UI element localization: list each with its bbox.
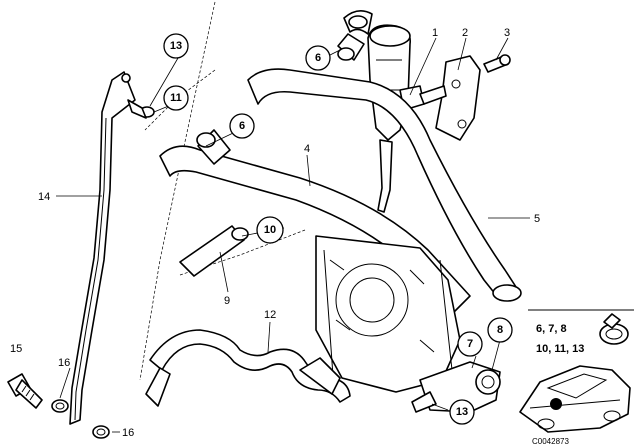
label-16-a: 16 [58, 357, 70, 369]
svg-text:8: 8 [497, 324, 503, 336]
washer-16b [92, 425, 110, 439]
label-3: 3 [504, 27, 510, 39]
svg-text:6: 6 [239, 120, 245, 132]
callout-6-b: 6 [229, 113, 255, 139]
label-12: 12 [264, 309, 276, 321]
engine-housing [315, 235, 461, 393]
label-2: 2 [462, 27, 468, 39]
bracket-2 [435, 55, 481, 141]
hose-6-top [337, 10, 373, 61]
thermostat-fitting [411, 361, 501, 413]
legend-line-2: 10, 11, 13 [536, 343, 584, 355]
legend-line-1: 6, 7, 8 [536, 323, 567, 335]
label-1: 1 [432, 27, 438, 39]
svg-text:10: 10 [264, 224, 276, 236]
hose-9 [179, 225, 249, 277]
car-silhouette-icon [519, 365, 631, 433]
hose-12 [145, 329, 351, 407]
bolt-15 [7, 373, 43, 409]
label-14: 14 [38, 191, 50, 203]
washer-16a [51, 399, 69, 413]
location-dot [550, 398, 562, 410]
hose-5 [247, 68, 522, 302]
label-15: 15 [10, 343, 22, 355]
callout-13-bottom: 13 [449, 399, 475, 425]
callout-13-top: 13 [163, 33, 189, 59]
svg-text:7: 7 [467, 338, 473, 350]
label-5: 5 [534, 213, 540, 225]
callout-11: 11 [163, 85, 189, 111]
section-boundary [139, 1, 216, 381]
callout-7: 7 [457, 331, 483, 357]
svg-text:11: 11 [170, 92, 182, 104]
drawing-id: C0042873 [532, 437, 569, 446]
callout-8: 8 [487, 317, 513, 343]
bolt-3 [483, 54, 511, 73]
label-4: 4 [304, 143, 310, 155]
callout-6-a: 6 [305, 45, 331, 71]
label-16-b: 16 [122, 427, 134, 439]
svg-text:6: 6 [315, 52, 321, 64]
svg-text:13: 13 [170, 40, 182, 52]
label-9: 9 [224, 295, 230, 307]
callout-10: 10 [256, 216, 284, 244]
pipe-14 [69, 71, 155, 425]
hose-clamp-icon [599, 313, 629, 345]
svg-text:13: 13 [456, 406, 468, 418]
